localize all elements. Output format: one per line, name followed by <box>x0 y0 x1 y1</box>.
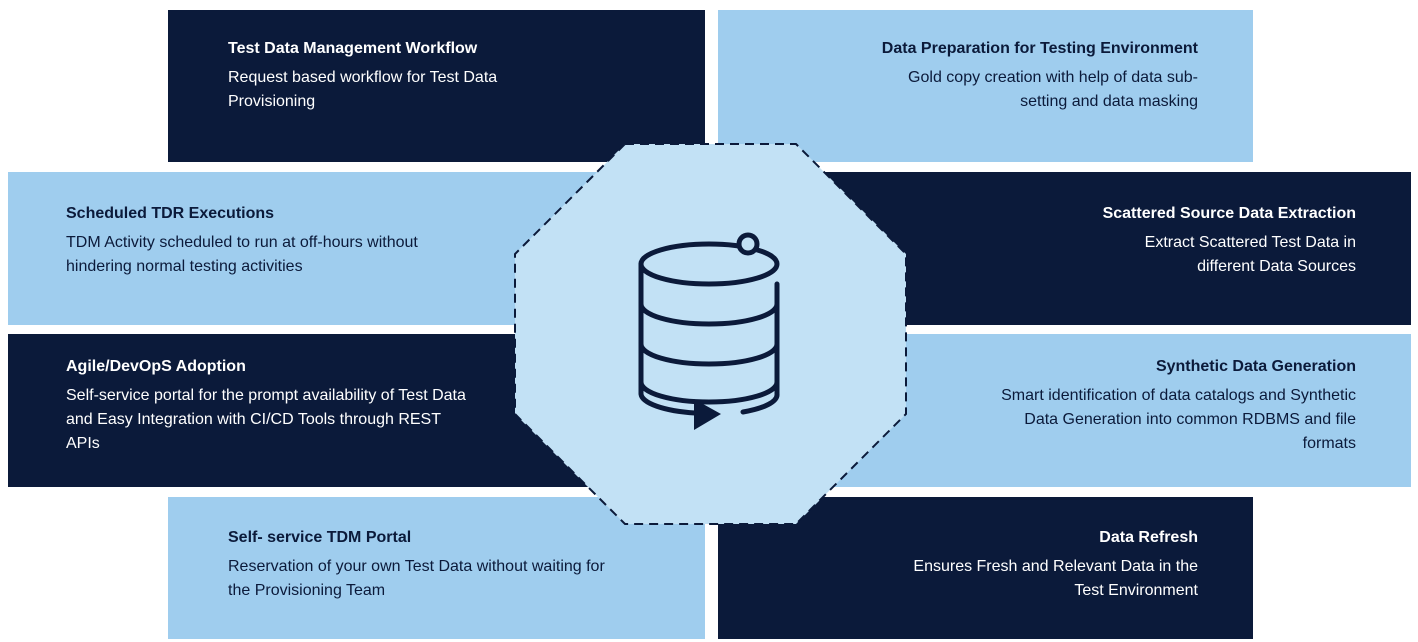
card-title: Agile/DevOpS Adoption <box>66 358 246 375</box>
card-test-data-management-workflow: Test Data Management Workflow Request ba… <box>168 10 705 162</box>
card-description: Extract Scattered Test Data in different… <box>1144 234 1356 275</box>
card-title: Synthetic Data Generation <box>1155 358 1356 375</box>
card-description: Reservation of your own Test Data withou… <box>228 558 605 599</box>
refresh-arrow-head <box>694 399 721 430</box>
card-description: Self-service portal for the prompt avail… <box>66 387 466 452</box>
card-title: Data Preparation for Testing Environment <box>881 40 1198 57</box>
center-octagon <box>514 143 907 525</box>
card-self-service-tdm-portal: Self- service TDM Portal Reservation of … <box>168 497 705 639</box>
card-description: Smart identification of data catalogs an… <box>1001 387 1356 452</box>
card-title: Test Data Management Workflow <box>228 40 478 57</box>
database-refresh-icon <box>638 232 780 416</box>
card-title: Data Refresh <box>1099 529 1198 546</box>
card-data-refresh: Data Refresh Ensures Fresh and Relevant … <box>718 497 1253 639</box>
card-title: Self- service TDM Portal <box>228 529 412 546</box>
card-description: Gold copy creation with help of data sub… <box>908 69 1198 110</box>
card-title: Scheduled TDR Executions <box>66 205 275 222</box>
card-description: Ensures Fresh and Relevant Data in the T… <box>913 558 1198 599</box>
card-data-preparation: Data Preparation for Testing Environment… <box>718 10 1253 162</box>
card-description: Request based workflow for Test Data Pro… <box>228 69 498 110</box>
card-description: TDM Activity scheduled to run at off-hou… <box>66 234 418 275</box>
card-title: Scattered Source Data Extraction <box>1102 205 1356 222</box>
